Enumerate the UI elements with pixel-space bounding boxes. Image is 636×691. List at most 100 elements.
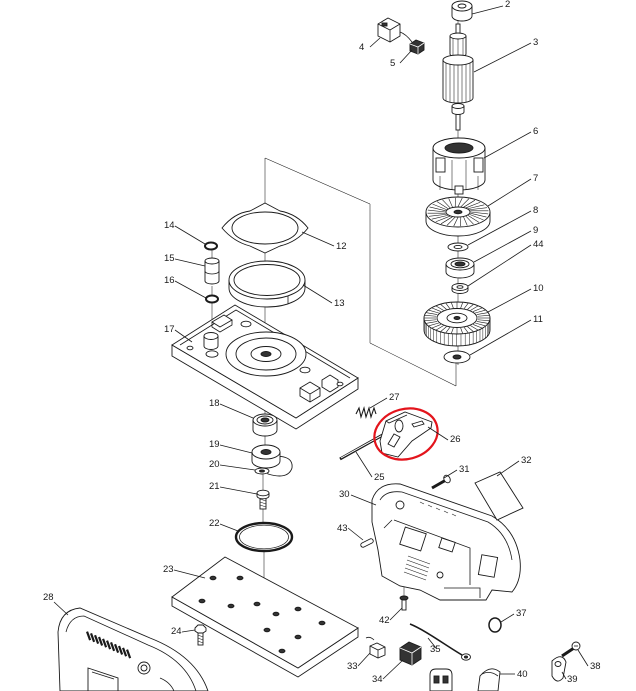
part-5-drawing bbox=[409, 39, 425, 55]
part-19-drawing bbox=[251, 444, 293, 477]
part-24-drawing-shape bbox=[197, 634, 204, 644]
grip-rib bbox=[117, 645, 124, 655]
part-bottom-center-drawing bbox=[429, 668, 453, 691]
part-26-drawing-shape bbox=[385, 414, 408, 424]
part-23-drawing-shape-shape bbox=[227, 603, 235, 609]
part-30-drawing-shape bbox=[403, 555, 431, 581]
part-label-44: 44 bbox=[533, 239, 544, 250]
part-9-drawing bbox=[445, 257, 475, 279]
fan-blade-line bbox=[467, 204, 485, 210]
gear-tooth-line bbox=[477, 319, 490, 322]
gear-tooth-line bbox=[467, 326, 474, 332]
part-37-drawing bbox=[488, 617, 502, 633]
part-30-drawing-shape bbox=[444, 587, 481, 598]
gear-tooth-line bbox=[445, 303, 451, 309]
part-39-drawing-shape bbox=[551, 656, 567, 682]
part-18-drawing-shape bbox=[260, 417, 270, 423]
leader-line-33 bbox=[357, 652, 371, 667]
leader-line-32 bbox=[496, 460, 520, 477]
part-label-9: 9 bbox=[533, 225, 538, 236]
fan-blade-line bbox=[453, 217, 459, 227]
part-26-drawing-shape bbox=[411, 420, 425, 428]
fan-blade-line bbox=[435, 215, 451, 223]
leader-line-13 bbox=[302, 284, 333, 304]
part-43-drawing bbox=[360, 538, 374, 548]
grip-rib bbox=[94, 634, 100, 645]
part-2-drawing bbox=[451, 0, 473, 22]
gear-tooth-line bbox=[431, 307, 442, 312]
part-label-16: 16 bbox=[164, 275, 175, 286]
gear-tooth-line bbox=[445, 327, 451, 333]
part-11-drawing-shape bbox=[452, 354, 462, 360]
part-22-drawing-shape bbox=[234, 521, 294, 553]
part-label-2: 2 bbox=[505, 0, 510, 10]
part-16-drawing-shape bbox=[205, 294, 219, 304]
fan-blade-line bbox=[470, 211, 489, 215]
grip-ribs bbox=[86, 631, 132, 659]
part-6-drawing-shape bbox=[435, 157, 446, 173]
part-23-drawing-shape bbox=[198, 575, 326, 654]
leader-line-11 bbox=[469, 319, 532, 356]
leader-line-25 bbox=[355, 451, 373, 478]
part-35-drawing-shape bbox=[463, 655, 469, 659]
gear-tooth-line bbox=[451, 327, 454, 334]
part-33-drawing-shape bbox=[365, 636, 375, 641]
fan-blade-line bbox=[463, 199, 476, 208]
fan-blade-line bbox=[446, 216, 456, 226]
part-17-drawing-shape bbox=[211, 320, 233, 333]
part-label-12: 12 bbox=[336, 241, 347, 252]
leader-line-8 bbox=[467, 210, 532, 246]
leader-line-12 bbox=[301, 231, 335, 247]
part-3-drawing-shape bbox=[445, 63, 471, 103]
fan-blade-line bbox=[431, 214, 449, 220]
part-4-drawing-shape bbox=[381, 22, 388, 27]
leader-line-6 bbox=[483, 131, 532, 159]
gear-tooth-line bbox=[435, 305, 444, 311]
leader-line-7 bbox=[487, 178, 532, 207]
part-26-drawing bbox=[379, 411, 433, 458]
part-30-drawing-shape bbox=[477, 554, 499, 578]
grip-rib bbox=[90, 633, 96, 643]
part-17-drawing-shape bbox=[299, 387, 321, 402]
part-23-drawing-shape-shape bbox=[209, 575, 217, 581]
part-4-drawing bbox=[377, 17, 413, 43]
highlight-ellipse bbox=[373, 407, 439, 461]
fan-blade-line bbox=[463, 216, 468, 226]
guide-lines-shape bbox=[264, 157, 371, 205]
part-30-drawing-shape-shape bbox=[407, 555, 431, 565]
grip-rib bbox=[98, 636, 104, 646]
part-23-drawing-shape-shape bbox=[278, 648, 286, 654]
part-15-drawing bbox=[204, 257, 220, 285]
part-label-28: 28 bbox=[43, 592, 54, 603]
part-21-drawing-shape bbox=[256, 489, 270, 497]
part-39-drawing bbox=[551, 656, 567, 682]
part-40-drawing bbox=[477, 668, 501, 691]
part-24-drawing-shape-shape bbox=[197, 634, 204, 638]
part-34-drawing-shape bbox=[399, 646, 422, 665]
part-31-drawing bbox=[431, 474, 451, 490]
part-18-drawing bbox=[252, 413, 278, 437]
part-22-drawing-shape bbox=[239, 524, 289, 550]
part-30-drawing-shape bbox=[438, 537, 456, 553]
part-23-drawing-shape-shape bbox=[272, 611, 280, 617]
gear-tooth-line bbox=[428, 322, 439, 327]
part-21-drawing bbox=[256, 489, 270, 510]
part-30-drawing-shape-shape bbox=[427, 504, 433, 508]
gear-tooth-line bbox=[472, 307, 483, 312]
gear-tooth-line bbox=[463, 327, 469, 333]
part-44-drawing-shape bbox=[456, 285, 464, 289]
part-labels: 2 3 4 5 6 7 8 9 44 10 11 12 13 14 15 16 … bbox=[43, 0, 601, 685]
part-17-drawing-shape bbox=[186, 345, 194, 351]
part-7-drawing-shape bbox=[453, 209, 463, 215]
leader-line-23 bbox=[173, 569, 206, 579]
part-label-37: 37 bbox=[516, 608, 527, 619]
part-30-drawing-shape bbox=[395, 500, 405, 510]
part-15-drawing-shape bbox=[204, 257, 220, 265]
part-label-43: 43 bbox=[337, 523, 348, 534]
part-28-drawing-shape bbox=[65, 615, 197, 691]
gear-tooth-line bbox=[431, 324, 442, 329]
part-34-drawing bbox=[399, 641, 422, 666]
leader-line-20 bbox=[219, 464, 256, 471]
part-28-drawing-shape bbox=[57, 607, 209, 691]
part-19-drawing-shape bbox=[260, 449, 272, 455]
